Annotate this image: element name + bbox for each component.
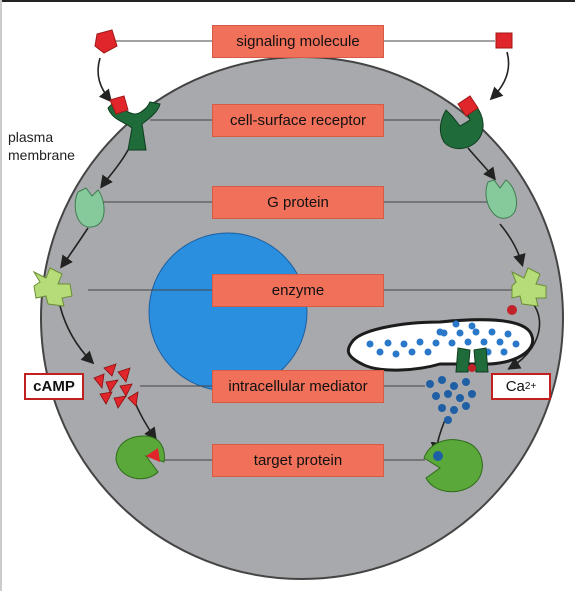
left-target-protein: [115, 435, 165, 480]
left-receptor: [107, 95, 161, 151]
plasma-membrane-label: plasma membrane: [8, 128, 75, 164]
nucleus: [148, 232, 308, 392]
right-signal-molecule: [495, 32, 513, 49]
calcium-label-base: Ca: [505, 378, 525, 395]
label-target-protein: target protein: [212, 444, 384, 477]
left-signal-molecule: [94, 29, 118, 54]
right-enzyme: [511, 267, 547, 307]
plasma-membrane-line1: plasma: [8, 129, 54, 145]
right-receptor: [439, 95, 484, 149]
top-border: [0, 0, 575, 2]
er-dots: [366, 320, 520, 358]
right-g-protein: [485, 179, 517, 219]
label-enzyme: enzyme: [212, 274, 384, 307]
label-cell-surface-receptor: cell-surface receptor: [212, 104, 384, 137]
calcium-channel: [455, 347, 489, 373]
plasma-membrane-line2: membrane: [8, 147, 75, 163]
released-calcium-dots: [426, 376, 476, 424]
connector-lines: [88, 40, 520, 461]
channel-ion: [468, 364, 476, 372]
left-enzyme: [32, 267, 73, 307]
calcium-ion: [507, 305, 517, 315]
label-g-protein: G protein: [212, 186, 384, 219]
camp-molecules: [93, 363, 139, 409]
label-signaling-molecule: signaling molecule: [212, 25, 384, 58]
left-border: [0, 0, 2, 591]
left-g-protein: [74, 187, 105, 228]
calcium-label-sup: 2+: [524, 381, 537, 392]
right-target-protein: [423, 439, 483, 493]
camp-label: cAMP: [24, 373, 84, 400]
label-intracellular-mediator: intracellular mediator: [212, 370, 384, 403]
